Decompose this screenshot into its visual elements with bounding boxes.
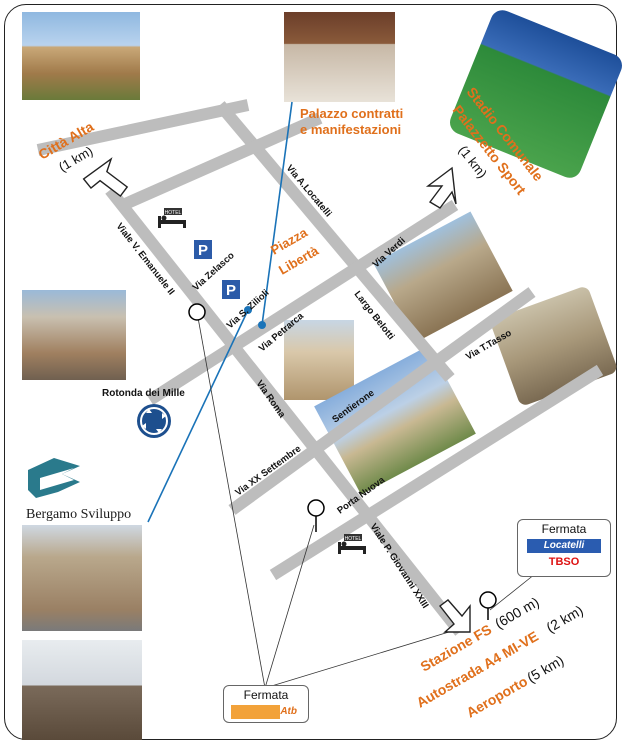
parking-icon: P P	[194, 240, 240, 299]
bus-stop-fermata-bottom: Fermata Atb	[223, 685, 309, 723]
bus-logo-tbso: TBSO	[548, 556, 580, 568]
label-stazione-distance: (600 m)	[492, 594, 542, 632]
hotel-icon: HOTEL HOTEL	[158, 208, 366, 554]
label-autostrada-distance: (2 km)	[543, 602, 585, 636]
road-emanuele-giovanni	[105, 186, 465, 636]
svg-text:P: P	[198, 242, 208, 259]
bus-line-1	[196, 311, 266, 689]
arrow-icon-citta-alta	[82, 157, 129, 197]
parking-icon-1	[194, 240, 212, 259]
bus-stop-fermata-top: Fermata Locatelli TBSO	[517, 519, 611, 577]
arrow-icon-stazione	[439, 599, 471, 633]
bus-stop-icon-porta-nuova	[307, 499, 325, 517]
blue-lines	[147, 101, 293, 523]
roundabout-icon	[137, 404, 171, 438]
photo-citta-alta	[22, 12, 140, 100]
blue-line-palazzo	[261, 101, 293, 326]
arrow-icon	[82, 157, 471, 633]
blue-line-sviluppo	[147, 309, 249, 523]
photo-fountain	[284, 320, 354, 400]
road-settembre-tasso	[228, 287, 536, 515]
photo-computer-room	[22, 640, 142, 740]
photo-piazza-vecchia	[22, 290, 126, 380]
road-petrarca-verdi	[146, 199, 459, 406]
bus-stop-icon-stazione	[479, 591, 497, 609]
logo-text-bergamo-sviluppo: Bergamo Sviluppo	[26, 507, 131, 522]
bergamo-sviluppo-logo: Bergamo Sviluppo	[26, 458, 131, 522]
bus-stop-icon-emanuele	[188, 303, 206, 321]
street-label-giovanni: Viale P. Giovanni XXIII	[367, 522, 430, 611]
bus-logo-atb: Atb	[231, 705, 301, 719]
blue-dot-1	[244, 306, 252, 314]
landmark-label-rotonda: Rotonda dei Mille	[102, 388, 185, 399]
parking-icon-2	[222, 280, 240, 299]
arrow-icon-stadio	[425, 166, 457, 209]
hotel-icon-top: HOTEL	[158, 208, 186, 228]
bus-stop-icon	[188, 303, 497, 620]
fermata-bottom-label: Fermata	[243, 688, 289, 702]
photo-bergamo-sviluppo-building	[22, 525, 142, 631]
bus-line-2	[264, 524, 315, 689]
road-top-left	[36, 99, 250, 156]
road-porta-nuova	[269, 364, 604, 581]
label-aeroporto-distance: (5 km)	[524, 652, 566, 686]
photo-palazzo	[284, 12, 395, 102]
hotel-icon-bottom: HOTEL	[338, 534, 366, 554]
bus-logo-locatelli: Locatelli	[527, 539, 601, 553]
fermata-top-label: Fermata	[541, 522, 587, 536]
svg-text:HOTEL: HOTEL	[345, 536, 362, 542]
label-palazzo-1: Palazzo contratti	[300, 106, 403, 121]
bus-line-3	[264, 627, 463, 689]
svg-text:HOTEL: HOTEL	[165, 210, 182, 216]
svg-text:P: P	[226, 282, 236, 299]
blue-dot-2	[258, 321, 266, 329]
label-palazzo-2: e manifestazioni	[300, 122, 401, 137]
